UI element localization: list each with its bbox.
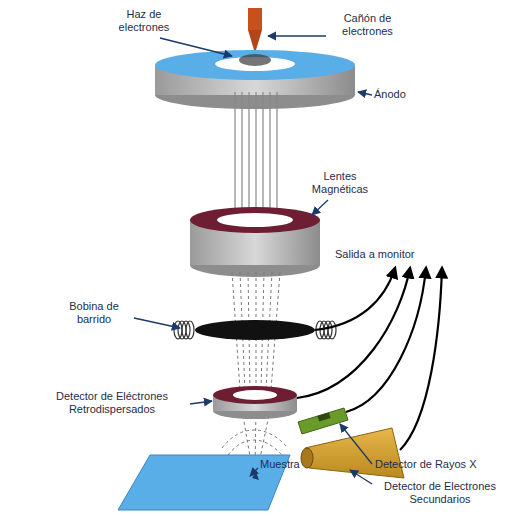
focused-beam	[222, 272, 288, 468]
part-label: Detector de Eléctrones Retrodispersados	[36, 390, 188, 416]
scan-coil	[174, 320, 336, 340]
part-label: Ánodo	[374, 88, 434, 101]
part-label: Haz de electrones	[108, 8, 180, 34]
backscatter-detector	[213, 386, 297, 419]
part-label: Detector de Electrones Secundarios	[372, 480, 508, 506]
magnetic-lens	[190, 207, 320, 277]
xray-detector	[298, 408, 348, 434]
coil-winding	[186, 321, 194, 339]
part-label: Muestra	[260, 458, 320, 471]
part-label: Detector de Rayos X	[375, 458, 511, 471]
electron-beam	[235, 92, 277, 210]
part-label: Salida a monitor	[335, 248, 475, 261]
anode	[155, 50, 355, 109]
secondary-detector	[301, 428, 404, 478]
part-label: Cañón de electrones	[330, 12, 405, 38]
signal-arrows	[297, 268, 442, 450]
part-label: Lentes Magnéticas	[300, 170, 380, 196]
part-label: Bobina de barrido	[52, 300, 136, 326]
electron-gun	[248, 8, 262, 50]
